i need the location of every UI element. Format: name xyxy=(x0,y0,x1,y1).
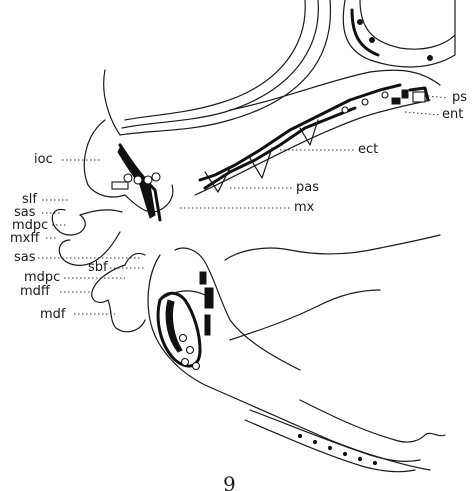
mandible-block-1 xyxy=(200,272,206,284)
label-ps: ps xyxy=(452,91,467,104)
capsule-dot-1 xyxy=(358,20,363,25)
tongue-lower xyxy=(230,290,380,340)
lower-jaw-inner xyxy=(175,248,300,370)
lower-fold-3 xyxy=(125,253,145,265)
label-ent: ent xyxy=(442,108,463,121)
mandible-bone xyxy=(158,293,200,366)
ioc-cell-3 xyxy=(144,176,152,184)
floor-dot-4 xyxy=(343,452,346,455)
label-pas: pas xyxy=(296,181,319,194)
mandible-block-3 xyxy=(205,315,210,335)
figure-number: 9 xyxy=(223,472,236,491)
floor-dot-6 xyxy=(373,461,376,464)
vault-outline-middle xyxy=(122,0,318,128)
fold-connector xyxy=(80,210,122,215)
mandible-cell-4 xyxy=(193,363,200,370)
label-sbf: sbf xyxy=(88,261,108,274)
mandible-cell-1 xyxy=(180,335,187,342)
label-mxff: mxff xyxy=(10,232,39,245)
label-mdpc-lower: mdpc xyxy=(24,271,60,284)
floor-band-bottom xyxy=(245,420,415,472)
capsule-edge xyxy=(352,10,378,55)
capsule-dot-2 xyxy=(370,38,375,43)
fold-upper xyxy=(52,209,85,235)
ioc-rect xyxy=(112,182,128,189)
floor-dot-1 xyxy=(298,434,301,437)
ioc-cell-1 xyxy=(124,174,132,182)
floor-dot-5 xyxy=(358,457,361,460)
label-ioc: ioc xyxy=(34,153,53,166)
floor-dot-2 xyxy=(313,440,316,443)
leader-ent xyxy=(405,112,440,115)
ioc-cell-4 xyxy=(152,173,160,181)
floor-dot-3 xyxy=(328,446,331,449)
ent-block-1 xyxy=(392,98,400,104)
mandible-cell-2 xyxy=(187,347,194,354)
lower-fold-2 xyxy=(108,300,145,332)
ect-cell-3 xyxy=(382,92,388,98)
ect-cell-1 xyxy=(342,107,348,113)
vault-outline-inner xyxy=(125,0,305,120)
label-sas-lower: sas xyxy=(14,251,36,264)
ent-block-2 xyxy=(402,90,408,98)
mandible-block-2 xyxy=(205,288,213,308)
ioc-cell-2 xyxy=(134,176,142,184)
ps-box xyxy=(413,92,425,102)
tongue-outline xyxy=(225,235,440,260)
label-ect: ect xyxy=(358,143,378,156)
mandible-cell-3 xyxy=(182,359,189,366)
ect-bone-strip-lower xyxy=(205,108,355,188)
label-mx: mx xyxy=(294,201,314,214)
label-mdff: mdff xyxy=(20,285,50,298)
floor-band-top xyxy=(250,410,420,461)
label-mdf: mdf xyxy=(40,308,66,321)
mandible-fill xyxy=(166,300,182,352)
capsule-dot-3 xyxy=(428,56,433,61)
leader-ps xyxy=(428,96,448,98)
ect-cell-2 xyxy=(362,99,368,105)
